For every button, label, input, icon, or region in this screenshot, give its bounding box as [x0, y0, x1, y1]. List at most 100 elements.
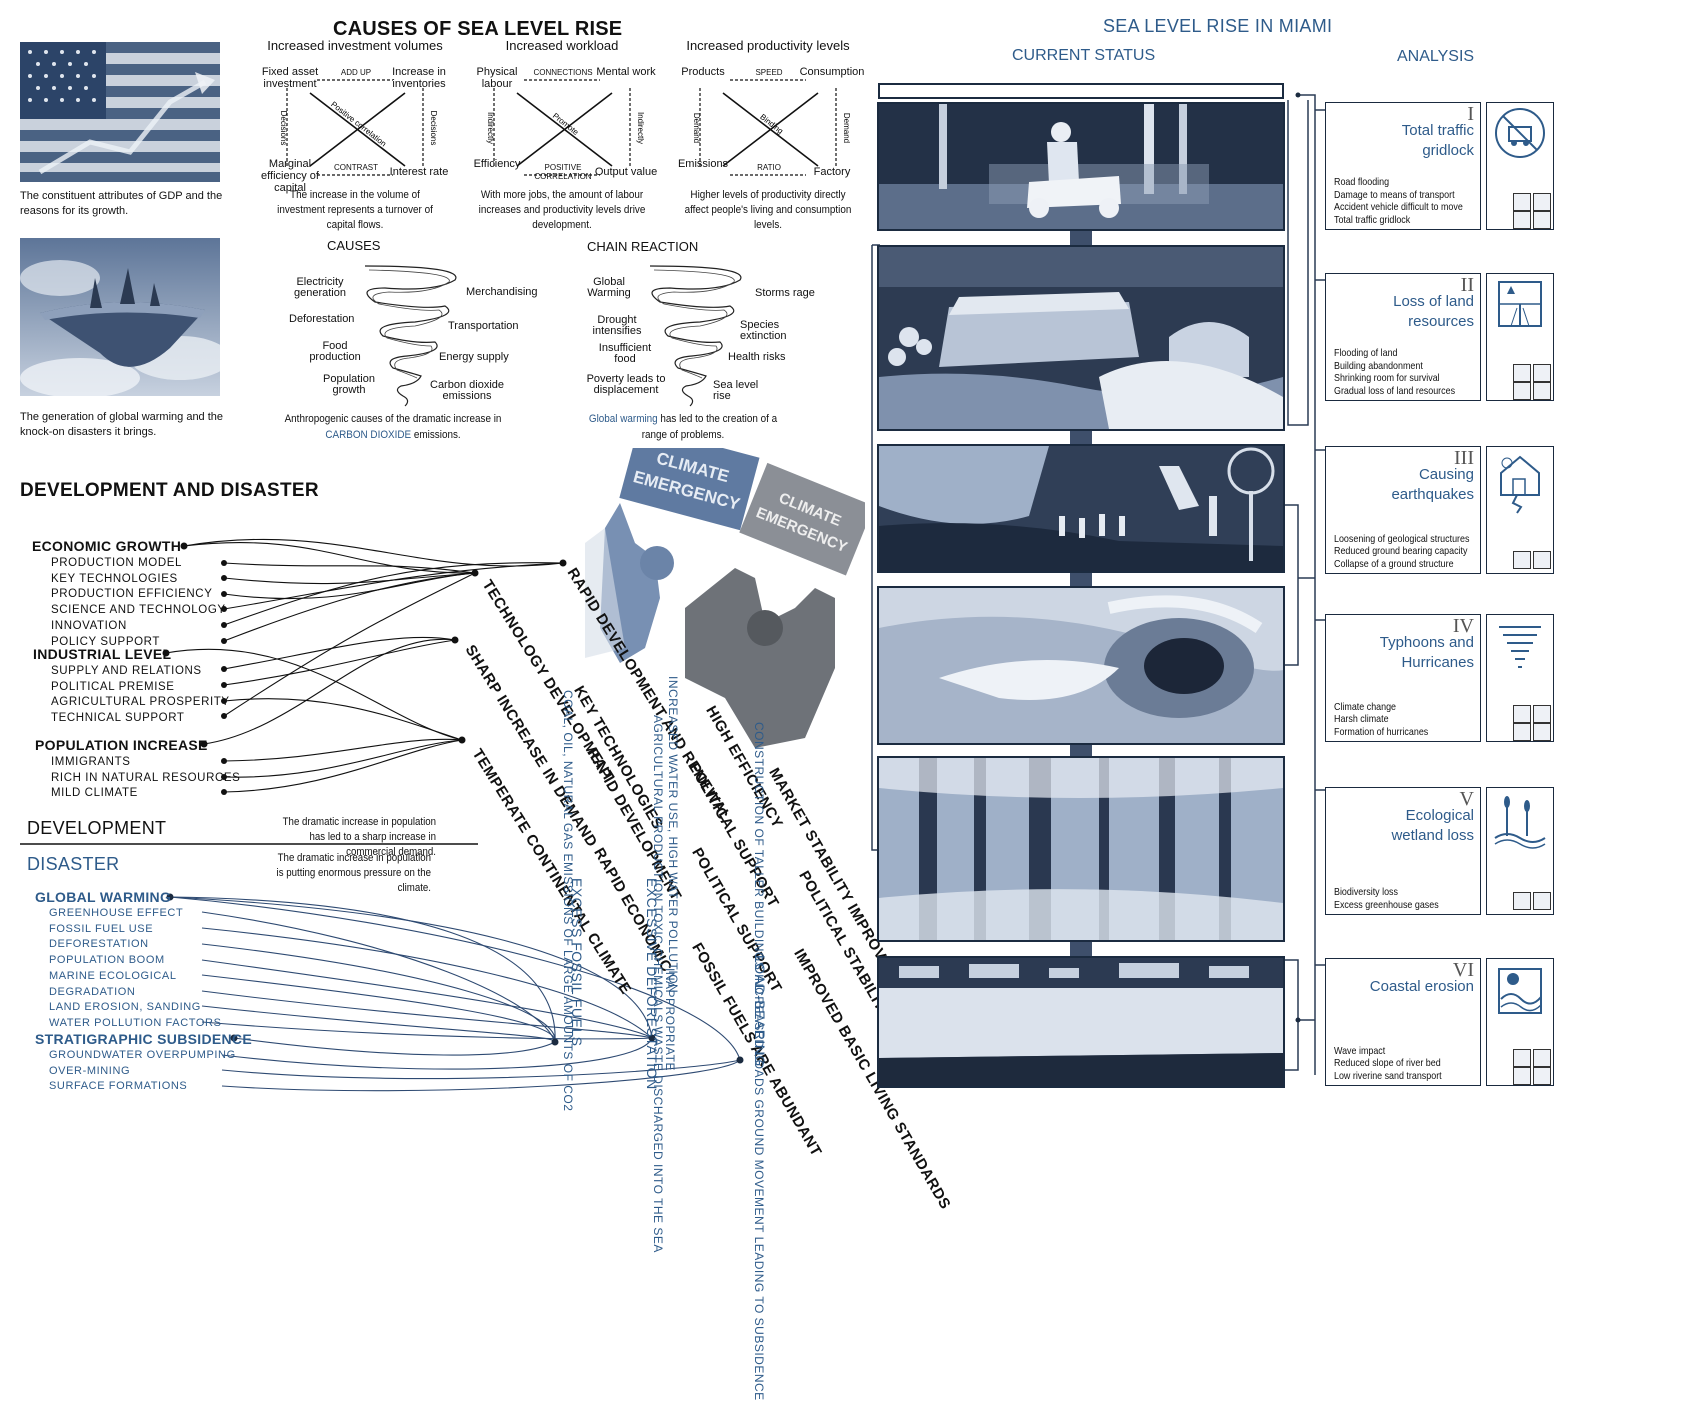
spiral-cause-right-2: Transportation: [448, 320, 519, 332]
dev-group-item: TECHNICAL SUPPORT: [51, 712, 185, 725]
spiral-cause-left-2: Deforestation: [289, 313, 355, 325]
erosion-icon-graphic: [1498, 968, 1542, 1014]
panel-title-line: resources: [1408, 313, 1474, 330]
population-note-1: The dramatic increase in population has …: [282, 816, 436, 858]
wetland-icon: [1486, 787, 1554, 915]
disaster-group-item: DEGRADATION: [49, 985, 136, 998]
dev-group-heading: INDUSTRIAL LEVEL: [33, 646, 172, 662]
warming-caption: The generation of global warming and the…: [20, 411, 224, 438]
panel-title-line: Causing: [1418, 466, 1474, 483]
panel-number: II: [1460, 274, 1474, 296]
panel-title-line: Hurricanes: [1401, 654, 1474, 671]
land-icon-graphic: [1498, 281, 1542, 327]
panel-item: Total traffic gridlock: [1334, 213, 1411, 226]
cause-diagram-caption: Higher levels of productivity directly a…: [684, 189, 852, 231]
link-right-label: Demand: [842, 113, 851, 143]
mini-icon: [1533, 1049, 1551, 1067]
development-connections: [20, 538, 744, 1092]
panel-item: Low riverine sand transport: [1334, 1069, 1442, 1082]
spiral-chain-right-1: Storms rage: [755, 287, 815, 299]
panel-item: Road flooding: [1334, 176, 1390, 188]
dev-group-item: POLICY SUPPORT: [51, 635, 160, 648]
panel-item: Biodiversity loss: [1334, 886, 1398, 898]
disaster-group-item: WATER POLLUTION FACTORS: [49, 1016, 222, 1029]
panel-number: I: [1467, 103, 1474, 125]
panel-item: Flooding of land: [1334, 347, 1398, 359]
mini-icon: [1513, 193, 1531, 211]
hurricane-satellite-photo: [877, 586, 1285, 745]
flooded-town-photo: [877, 245, 1285, 431]
disaster-group-item: FOSSIL FUEL USE: [49, 922, 154, 935]
development-label: DEVELOPMENT: [27, 818, 167, 838]
chain-caption-post: has led to the creation of a range of pr…: [641, 413, 778, 441]
spiral-cause-left-4: Population growth: [323, 373, 375, 396]
disaster-group-item: LAND EROSION, SANDING: [49, 1001, 201, 1014]
corner-top-right: Increase in inventories: [392, 66, 446, 90]
dev-group-item: PRODUCTION MODEL: [51, 557, 182, 569]
disaster-group-heading: STRATIGRAPHIC SUBSIDENCE: [35, 1031, 252, 1047]
spiral-cause-right-3: Energy supply: [439, 351, 509, 363]
dev-group-heading: POPULATION INCREASE: [35, 737, 208, 753]
dev-group-item: IMMIGRANTS: [51, 756, 131, 768]
spiral-cause-right-4: Carbon dioxide emissions: [430, 379, 504, 402]
disaster-group-heading: GLOBAL WARMING: [35, 889, 172, 905]
dev-group-item: MILD CLIMATE: [51, 787, 138, 800]
link-top-label: SPEED: [755, 68, 783, 77]
dev-group-item: SUPPLY AND RELATIONS: [51, 665, 202, 677]
disaster-group-item: OVER-MINING: [49, 1064, 131, 1077]
hurricane-icon: [1486, 614, 1554, 742]
panel-item: Harsh climate: [1334, 713, 1389, 725]
panel-item: Reduced slope of river bed: [1334, 1057, 1441, 1069]
spiral-cause-right-1: Merchandising: [466, 286, 538, 298]
mini-icon: [1533, 364, 1551, 382]
spiral-chain-left-2: Drought intensifies: [592, 314, 642, 337]
corner-top-right: Mental work: [596, 66, 656, 78]
miami-title: SEA LEVEL RISE IN MIAMI: [1103, 16, 1333, 36]
mini-icon: [1533, 211, 1551, 229]
flooded-town-image: [879, 247, 1283, 429]
spiral-chain-caption: Global warming has led to the creation o…: [580, 411, 787, 443]
population-note-2: The dramatic increase in population is p…: [276, 852, 431, 894]
dev-group-item: POLITICAL PREMISE: [51, 680, 175, 693]
link-bottom-label: RATIO: [757, 163, 781, 172]
dev-group-item: PRODUCTION EFFICIENCY: [51, 588, 213, 601]
link-bottom-label: POSITIVE CORRELATION: [534, 163, 592, 181]
panel-item: Shrinking room for survival: [1334, 372, 1440, 384]
flooded-forest-photo: [877, 756, 1285, 942]
mini-icon: [1513, 705, 1531, 723]
mini-icon: [1513, 1067, 1531, 1085]
panel-title-line: wetland loss: [1391, 827, 1474, 844]
panel-number: VI: [1452, 959, 1474, 981]
photo-separator: [1070, 940, 1092, 956]
chain-caption-blue: Global warming: [588, 413, 658, 425]
link-bottom-label: CONTRAST: [334, 163, 378, 172]
panel-item: Formation of hurricanes: [1334, 725, 1429, 738]
cause-diagram-title: Increased productivity levels: [686, 38, 850, 53]
photo-separator: [1070, 742, 1092, 756]
earthquake-icon-graphic: [1500, 455, 1540, 514]
photo-separator: [1070, 228, 1092, 245]
disaster-group-item: GREENHOUSE EFFECT: [49, 907, 184, 919]
corner-bottom-right: Factory: [813, 166, 851, 178]
causes-caption-pre: Anthropogenic causes of the dramatic inc…: [284, 413, 502, 425]
rot-label-deforestation: EXCESSIVE DEFORESTATION: [644, 878, 660, 1090]
dev-group-item: KEY TECHNOLOGIES: [51, 572, 178, 585]
photo-separator: [1070, 571, 1092, 586]
link-top-label: CONNECTIONS: [533, 68, 593, 77]
spiral-chain-left-3: Insufficient food: [598, 342, 652, 365]
mini-icon: [1533, 892, 1551, 910]
current-status-label: CURRENT STATUS: [1012, 47, 1156, 64]
link-right-label: Decisions: [429, 111, 438, 146]
corner-top-right: Consumption: [799, 66, 865, 78]
flooded-street-scooter-photo: [877, 102, 1285, 231]
causes-title: CAUSES OF SEA LEVEL RISE: [333, 18, 623, 40]
panel-item: Climate change: [1334, 700, 1397, 713]
corner-bottom-left: Marginal efficiency of capital: [261, 158, 319, 194]
